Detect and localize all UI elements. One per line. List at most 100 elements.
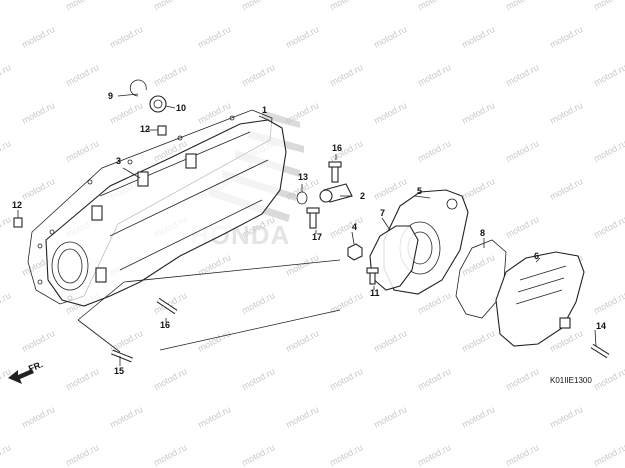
watermark-text: motod.ru — [0, 290, 12, 316]
watermark-text: motod.ru — [0, 0, 12, 12]
watermark-text: motod.ru — [372, 404, 408, 430]
part-callout-9: 9 — [108, 91, 113, 101]
circlip — [129, 79, 147, 97]
watermark-text: motod.ru — [460, 404, 496, 430]
watermark-text: motod.ru — [196, 100, 232, 126]
watermark-text: motod.ru — [504, 214, 540, 240]
bolt-17 — [306, 207, 320, 229]
watermark-text: motod.ru — [152, 0, 188, 12]
bearing — [149, 95, 167, 113]
cover-boss-3 — [95, 267, 107, 283]
bolt-11 — [366, 267, 379, 285]
watermark-text: motod.ru — [416, 62, 452, 88]
part-callout-16: 16 — [160, 320, 170, 330]
watermark-text: motod.ru — [328, 366, 364, 392]
watermark-text: motod.ru — [460, 176, 496, 202]
watermark-text: motod.ru — [416, 366, 452, 392]
watermark-text: motod.ru — [64, 138, 100, 164]
watermark-text: motod.ru — [0, 442, 12, 468]
watermark-text: motod.ru — [64, 0, 100, 12]
fan-cover-grille-2 — [517, 277, 565, 293]
watermark-text: motod.ru — [284, 404, 320, 430]
watermark-text: motod.ru — [284, 328, 320, 354]
watermark-text: motod.ru — [504, 366, 540, 392]
cover-rib-top — [99, 131, 251, 197]
dowel-pin-upper — [157, 125, 167, 136]
watermark-text: motod.ru — [64, 62, 100, 88]
seal-plate — [369, 225, 419, 291]
watermark-text: motod.ru — [196, 24, 232, 50]
watermark-text: motod.ru — [372, 24, 408, 50]
part-callout-7: 7 — [380, 208, 385, 218]
diagram-code: K01IIE1300 — [550, 376, 592, 385]
part-callout-10: 10 — [176, 103, 186, 113]
watermark-text: motod.ru — [108, 404, 144, 430]
watermark-text: motod.ru — [592, 62, 625, 88]
watermark-text: motod.ru — [0, 138, 12, 164]
part-callout-4: 4 — [352, 222, 357, 232]
part-callout-2: 2 — [360, 191, 365, 201]
cover-boss-4 — [185, 153, 197, 169]
part-callout-13: 13 — [298, 172, 308, 182]
watermark-text: motod.ru — [592, 214, 625, 240]
watermark-text: motod.ru — [460, 24, 496, 50]
watermark-text: motod.ru — [460, 328, 496, 354]
cover-boss-1 — [91, 205, 103, 221]
leader-lines — [17, 93, 597, 366]
watermark-text: motod.ru — [328, 290, 364, 316]
cover-rib-mid — [109, 159, 269, 237]
watermark-text: motod.ru — [152, 442, 188, 468]
dowel-pin-left — [13, 217, 23, 228]
part-callout-11: 11 — [370, 288, 380, 298]
watermark-text: motod.ru — [416, 442, 452, 468]
watermark-text: motod.ru — [548, 24, 584, 50]
watermark-text: motod.ru — [0, 62, 12, 88]
watermark-text: motod.ru — [548, 176, 584, 202]
watermark-text: motod.ru — [108, 100, 144, 126]
bolt-16-lower — [156, 297, 178, 315]
part-callout-15: 15 — [114, 366, 124, 376]
watermark-text: motod.ru — [20, 176, 56, 202]
nut — [347, 243, 363, 261]
watermark-text: motod.ru — [328, 442, 364, 468]
watermark-text: motod.ru — [460, 100, 496, 126]
watermark-text: motod.ru — [416, 290, 452, 316]
watermark-text: motod.ru — [284, 24, 320, 50]
watermark-text: motod.ru — [240, 442, 276, 468]
part-callout-5: 5 — [417, 186, 422, 196]
part-callout-17: 17 — [312, 232, 322, 242]
watermark-text: motod.ru — [372, 176, 408, 202]
fan-cover-boss — [559, 317, 571, 329]
part-callout-14: 14 — [596, 321, 606, 331]
watermark-text: motod.ru — [108, 328, 144, 354]
front-direction-arrow: FR. — [8, 359, 44, 384]
watermark-text: motod.ru — [240, 366, 276, 392]
bearing-inner — [153, 99, 163, 109]
watermark-text: motod.ru — [240, 290, 276, 316]
watermark-text: motod.ru — [20, 24, 56, 50]
cover-boss-2 — [137, 171, 149, 187]
watermark-text: motod.ru — [152, 290, 188, 316]
part-callout-6: 6 — [534, 251, 539, 261]
front-direction-label: FR. — [27, 359, 44, 374]
bolt-16-upper — [328, 161, 342, 183]
watermark-text: motod.ru — [64, 442, 100, 468]
watermark-text: motod.ru — [592, 0, 625, 12]
watermark-text: motod.ru — [592, 442, 625, 468]
watermark-text: motod.ru — [20, 100, 56, 126]
watermark-text: motod.ru — [20, 404, 56, 430]
watermark-text: motod.ru — [0, 214, 12, 240]
part-callout-16: 16 — [332, 143, 342, 153]
watermark-text: motod.ru — [196, 404, 232, 430]
watermark-text: motod.ru — [460, 252, 496, 278]
watermark-text: motod.ru — [592, 138, 625, 164]
part-callout-3: 3 — [116, 156, 121, 166]
watermark-text: motod.ru — [416, 0, 452, 12]
watermark-text: motod.ru — [152, 62, 188, 88]
watermark-text: motod.ru — [548, 100, 584, 126]
watermark-text: motod.ru — [328, 214, 364, 240]
watermark-text: motod.ru — [592, 366, 625, 392]
